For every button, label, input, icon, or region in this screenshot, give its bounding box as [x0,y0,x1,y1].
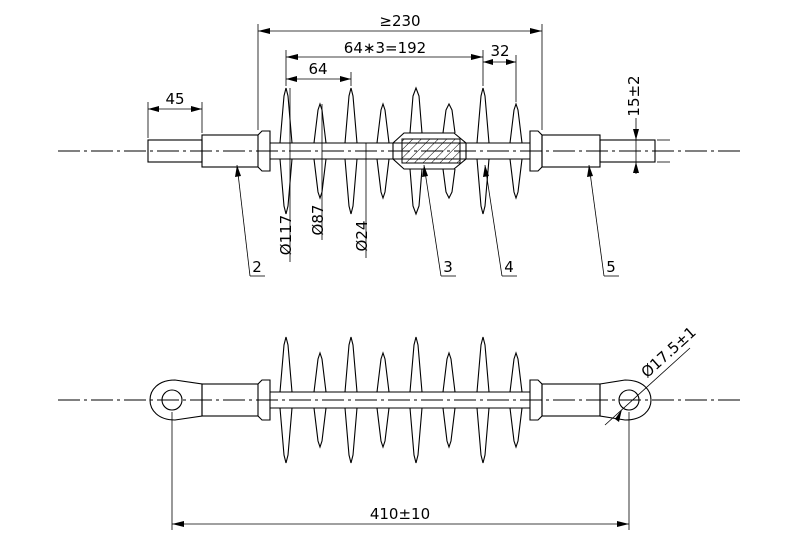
dim-length-label: 410±10 [370,505,430,523]
dim-end-spacing-label: 32 [490,42,509,60]
dim-fitting-length-label: 45 [165,90,184,108]
right-eye-fitting [529,379,652,421]
dim-pitch-label: 64∗3=192 [344,39,426,57]
dim-shed-small-label: Ø87 [309,205,327,236]
dim-fitting-length: 45 [147,90,203,138]
bottom-view: Ø17.5±1 410±10 [58,323,740,530]
dim-eye-hole: Ø17.5±1 [604,323,700,426]
left-end-fitting [147,130,271,172]
dim-end-spacing: 32 [483,42,517,102]
bottom-core-rod [270,391,530,409]
top-view: ≥230 64∗3=192 32 64 [58,12,740,277]
dim-overall-label: ≥230 [379,12,420,30]
dim-shed-large-label: Ø117 [277,215,295,255]
part-3-label: 3 [443,258,453,276]
dim-pitch: 64∗3=192 [285,39,484,86]
dim-sheath-spacing-label: 64 [308,60,327,78]
dim-diameters: Ø117 Ø87 Ø24 [277,88,371,262]
dim-rod-diameter: 15±2 [625,75,670,174]
left-eye-fitting [149,379,271,421]
sheds [279,87,523,215]
dim-length: 410±10 [171,412,630,530]
bottom-sheds [279,336,523,464]
dim-eye-hole-label: Ø17.5±1 [638,323,700,381]
dim-overall: ≥230 [257,12,543,130]
part-5-label: 5 [606,258,616,276]
dim-core-label: Ø24 [353,221,371,252]
part-4-label: 4 [504,258,514,276]
section-housing [392,86,467,216]
part-2-label: 2 [252,258,262,276]
core-rod [270,142,530,160]
dim-rod-diameter-label: 15±2 [625,75,643,116]
right-end-fitting [529,130,656,172]
dim-sheath-spacing: 64 [286,60,352,86]
part-leaders: 2 3 4 5 [235,164,619,277]
